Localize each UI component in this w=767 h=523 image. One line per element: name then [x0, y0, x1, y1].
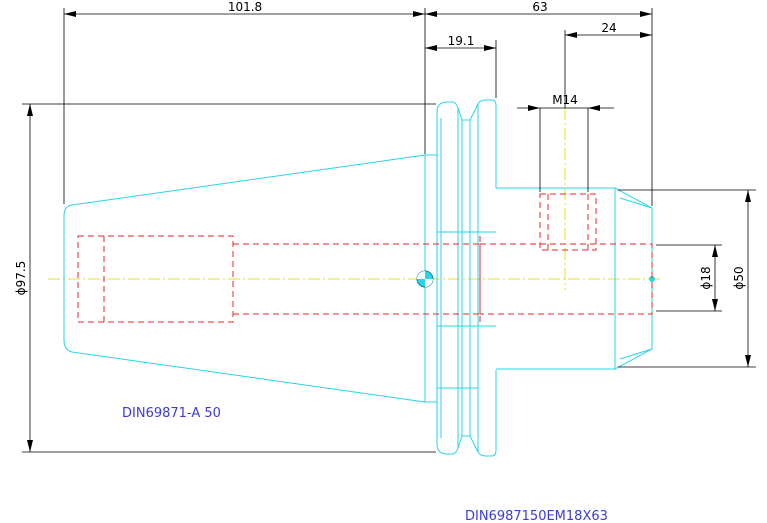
dim-diameter-flange: ϕ97.5 — [14, 261, 28, 296]
taper-standard-label: DIN69871-A 50 — [122, 406, 221, 421]
part-number-label: DIN6987150EM18X63 — [465, 509, 608, 523]
dim-length-total: 63 — [532, 0, 547, 14]
dim-length-taper: 101.8 — [228, 0, 262, 14]
center-mark — [416, 270, 434, 288]
end-center-point — [649, 276, 655, 282]
flange-outline — [436, 99, 497, 457]
dim-thread: M14 — [552, 93, 578, 107]
dim-diameter-shank: ϕ50 — [732, 266, 746, 289]
taper-outline — [63, 154, 437, 403]
dim-diameter-bore: ϕ18 — [699, 266, 713, 289]
dim-length-thread: 24 — [601, 21, 616, 35]
dim-length-flange: 19.1 — [448, 34, 475, 48]
dimension-lines — [22, 8, 756, 453]
hidden-bores — [77, 193, 653, 323]
